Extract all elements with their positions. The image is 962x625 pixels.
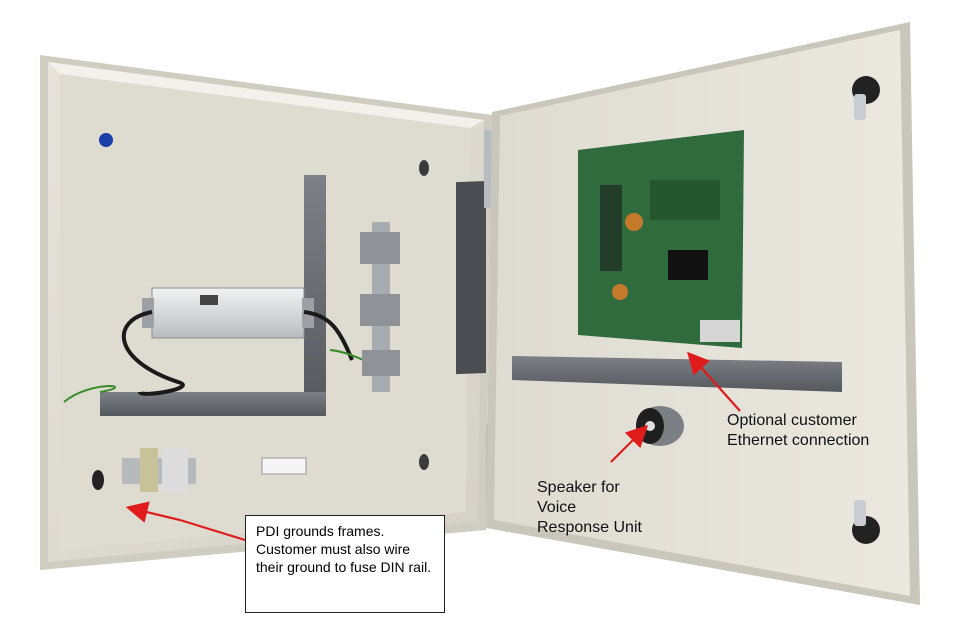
door-wire-duct [512,356,842,392]
wire-duct [100,175,486,416]
power-supply-icon [142,287,314,339]
speaker-icon [636,406,684,446]
lock-icon [852,76,880,544]
ground-din-rail [122,448,307,492]
ground-callout-box: PDI grounds frames. Customer must also w… [245,515,445,613]
terminal-block-icon [360,222,400,392]
power-cables [121,310,354,396]
speaker-callout: Speaker for Voice Response Unit [537,479,642,536]
ethernet-callout: Optional customer Ethernet connection [727,412,870,449]
callout-arrows [125,351,741,542]
mounting-holes [92,133,429,490]
circuit-board [578,130,744,348]
blue-plug-icon [99,133,113,147]
